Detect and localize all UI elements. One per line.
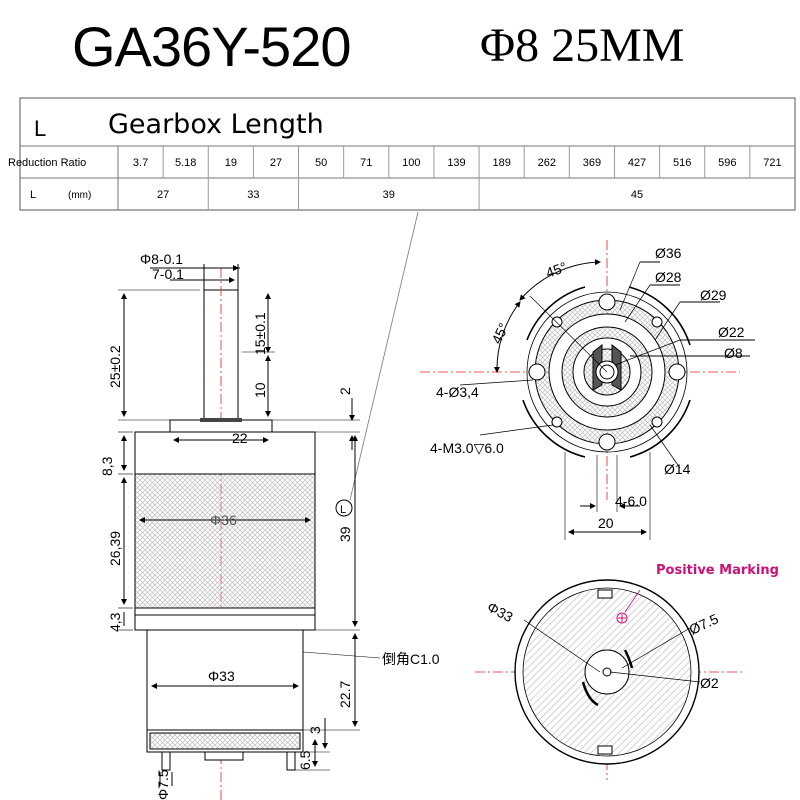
angle-top-label: 45° (544, 259, 569, 281)
motor-len-label: 22.7 (337, 681, 353, 708)
unit-label: (mm) (68, 190, 91, 201)
ratio-cell: 50 (315, 157, 327, 169)
shaft-len-label: 25±0.2 (107, 345, 123, 388)
side-view-labels: Φ8-0.1 7-0.1 25±0.2 15±0.1 10 2 22 8,3 2… (99, 251, 440, 800)
gearbox-ring (134, 607, 316, 631)
ratio-cell: 189 (492, 157, 510, 169)
d75-label: Ø7.5 (687, 610, 721, 637)
length-cells: 27 33 39 45 (157, 178, 643, 210)
gear-dia-label: Φ36 (210, 512, 237, 528)
motor-body (146, 629, 304, 731)
chamfer-label: 倒角C1.0 (382, 651, 440, 667)
ratio-cell: 262 (538, 157, 556, 169)
gear-section (134, 473, 316, 609)
flat-gap-label: 10 (252, 382, 268, 398)
ratio-cell: 5.18 (175, 157, 196, 169)
table-l-symbol: L (34, 116, 46, 141)
leader-line (349, 211, 419, 501)
ratio-cell: 516 (673, 157, 691, 169)
ratio-label: Reduction Ratio (8, 157, 86, 169)
term-dia-label: Φ7.5 (155, 769, 171, 800)
d8-label: Ø8 (724, 345, 743, 361)
length-cell: 27 (157, 189, 169, 201)
d36-label: Ø36 (655, 245, 682, 261)
base-h-label: 3 (307, 726, 323, 734)
shaft-dia-label: Φ8-0.1 (140, 251, 183, 267)
d33-label: Φ33 (485, 599, 516, 626)
ring-h-label: 4,3 (107, 612, 123, 632)
boss-h-label: 2 (337, 387, 353, 395)
holes-label: 4-Ø3,4 (436, 384, 479, 400)
ratio-cell: 369 (583, 157, 601, 169)
rear-view (475, 579, 745, 780)
length-cell: 33 (247, 189, 259, 201)
width-label: 20 (598, 515, 614, 531)
front-view (420, 240, 755, 540)
positive-marking-label: Positive Marking (656, 563, 779, 578)
total-label: 39 (337, 526, 353, 542)
motor-dia-label: Φ33 (208, 668, 235, 684)
flat-len-label: 15±0.1 (252, 312, 268, 355)
length-cell: 45 (631, 189, 643, 201)
ratio-cell: 596 (718, 157, 736, 169)
d2-label: Ø2 (700, 675, 719, 691)
total-badge: L (340, 504, 346, 516)
gearbox-length-table: L Gearbox Length Reduction Ratio L (mm) … (8, 97, 796, 211)
ratio-cell: 71 (360, 157, 372, 169)
model-title: GA36Y-520 (72, 15, 351, 78)
d28-label: Ø28 (655, 269, 682, 285)
flat-label: 7-0.1 (152, 266, 184, 282)
side-view (118, 264, 381, 800)
front-view-labels: 45° 45° Ø36 Ø28 Ø29 Ø22 Ø8 4-Ø3,4 4-M3.0… (430, 245, 745, 531)
ratio-cell: 139 (447, 157, 465, 169)
ratio-cell: 27 (270, 157, 282, 169)
ratio-cells: 3.7 5.18 19 27 50 71 100 139 189 262 369 427 516 596 7… (133, 146, 782, 178)
cap-h-label: 8,3 (99, 456, 115, 476)
ratio-cell: 721 (763, 157, 781, 169)
angle-left-label: 45° (488, 320, 511, 346)
ratio-cell: 19 (225, 157, 237, 169)
ratio-cell: 427 (628, 157, 646, 169)
threads-label: 4-M3.0▽6.0 (430, 440, 504, 456)
l-row-label: L (30, 189, 36, 201)
ratio-cell: 3.7 (133, 157, 148, 169)
d29-label: Ø29 (700, 287, 727, 303)
term-h-label: 6.5 (297, 750, 313, 770)
d14-label: Ø14 (664, 461, 691, 477)
d22-label: Ø22 (718, 324, 745, 340)
boss-w-label: 22 (232, 430, 248, 446)
gearbox-cap (134, 431, 316, 475)
spec-title: Φ8 25MM (480, 19, 685, 72)
length-cell: 39 (383, 189, 395, 201)
ratio-cell: 100 (402, 157, 420, 169)
table-title: Gearbox Length (108, 109, 324, 140)
gear-h-label: 26,39 (107, 531, 123, 566)
slot-label: 4-6.0 (615, 493, 647, 509)
